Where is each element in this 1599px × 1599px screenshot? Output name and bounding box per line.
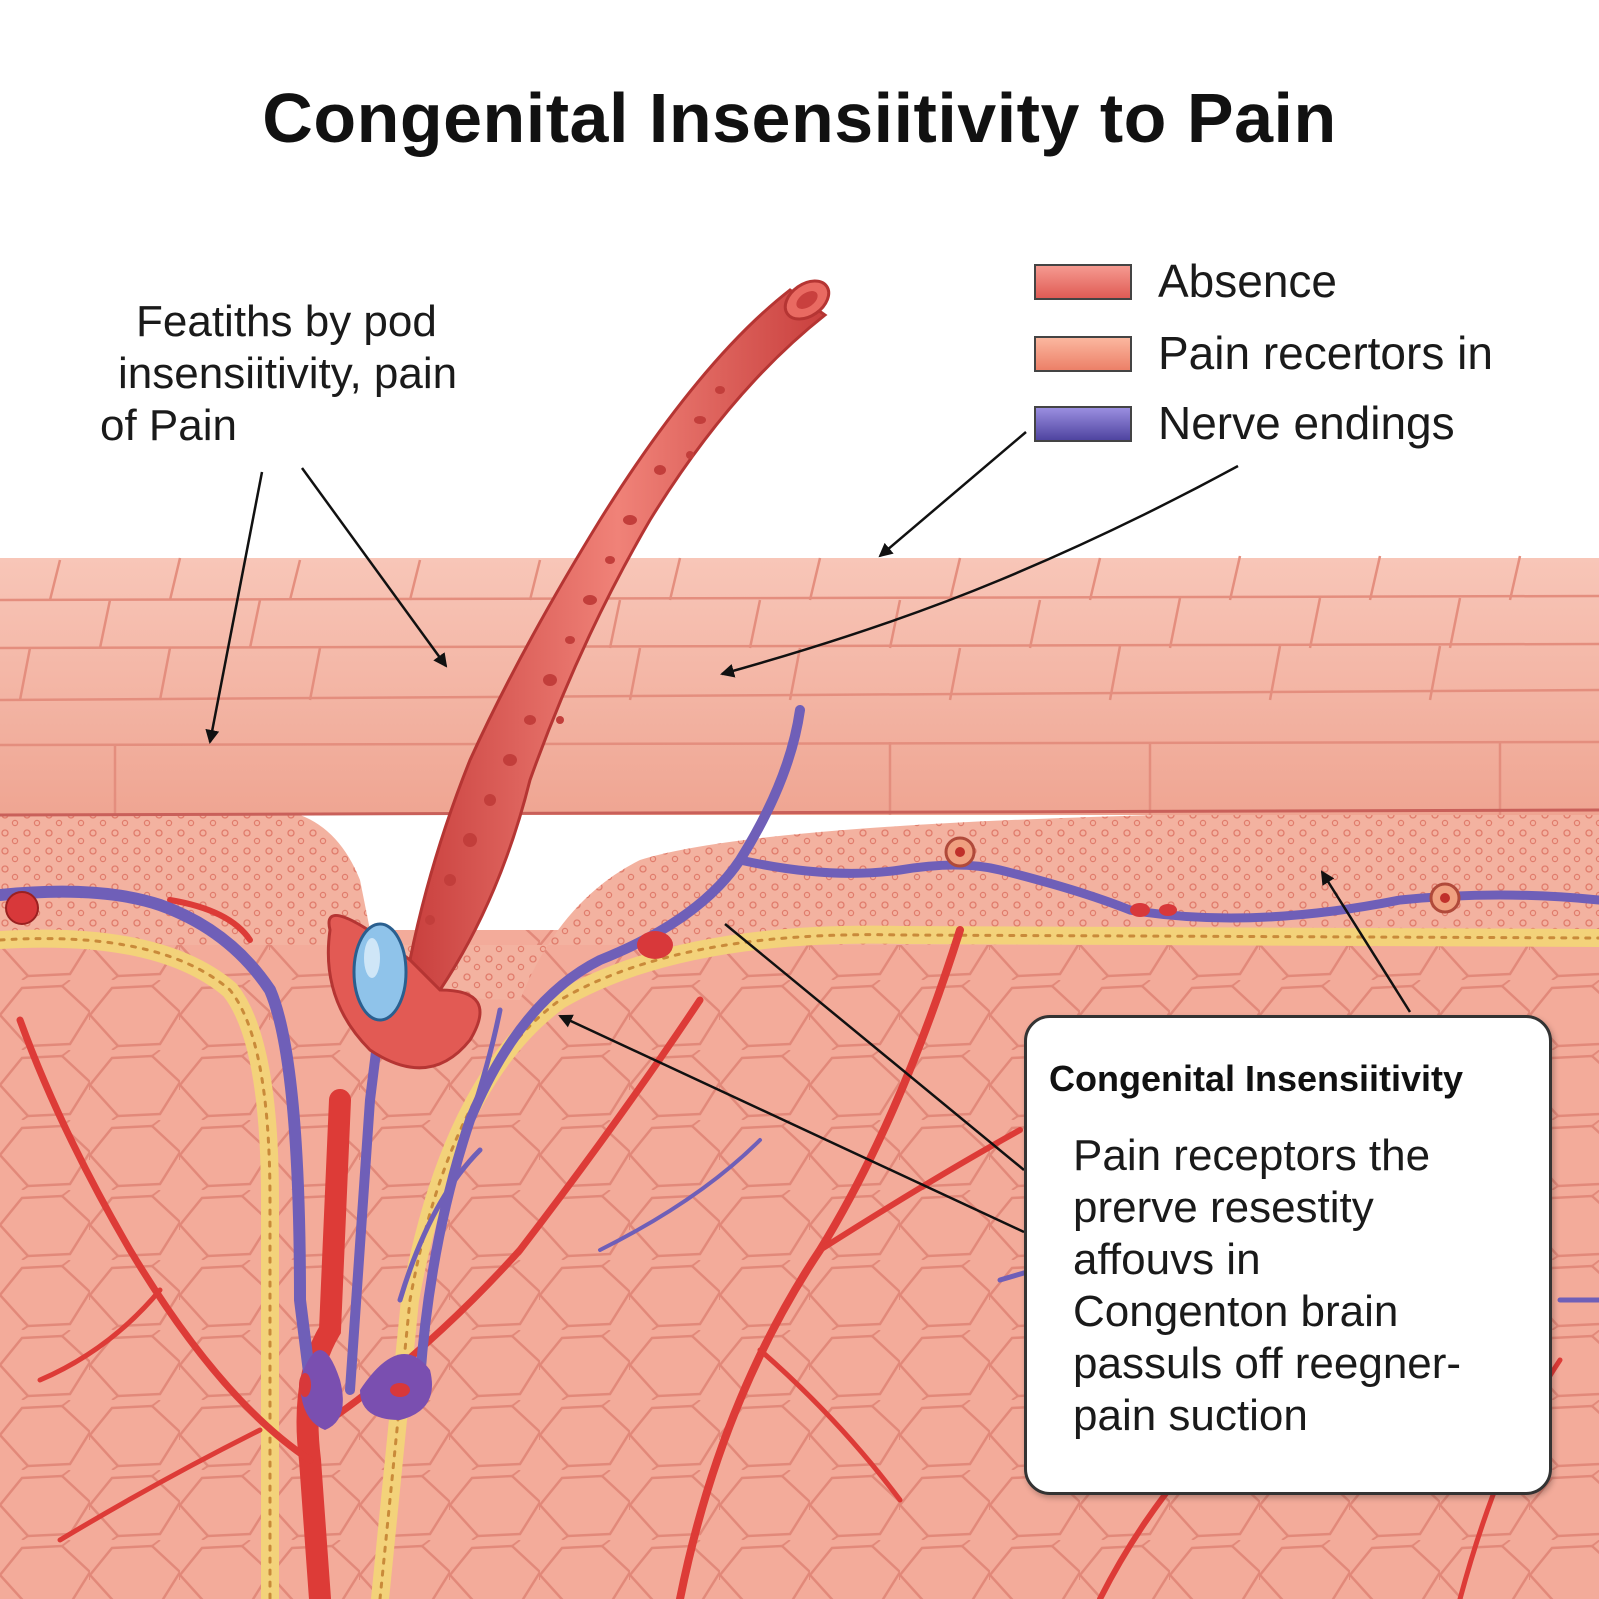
legend-swatch-nerve-endings bbox=[1034, 406, 1132, 442]
epidermis-cells bbox=[0, 555, 1599, 815]
feature-note: Featiths by pod insensiitivity, pain of … bbox=[100, 296, 520, 452]
info-box-line-4: Congenton brain bbox=[1073, 1287, 1399, 1336]
legend-swatch-pain-receptors bbox=[1034, 336, 1132, 372]
pain-receptors bbox=[5, 836, 1461, 1430]
feature-note-line-3: of Pain bbox=[100, 401, 237, 450]
info-box-line-1: Pain receptors the bbox=[1073, 1131, 1431, 1180]
hair-follicle bbox=[326, 279, 831, 1070]
info-box: Congenital Insensiitivity Pain receptors… bbox=[1024, 1015, 1552, 1495]
fat-layer-band bbox=[0, 925, 1599, 1599]
info-box-line-5: passuls off reegner- bbox=[1073, 1339, 1462, 1388]
legend-label-nerve-endings: Nerve endings bbox=[1158, 397, 1455, 449]
feature-note-line-2: insensiitivity, pain bbox=[118, 349, 458, 398]
info-box-line-2: prerve resestity bbox=[1073, 1183, 1374, 1232]
info-box-body: Pain receptors the prerve resestity affo… bbox=[1073, 1130, 1461, 1442]
info-box-title: Congenital Insensiitivity bbox=[1049, 1058, 1464, 1099]
epidermis-layer bbox=[0, 558, 1599, 815]
legend-label-pain-receptors: Pain recertors in bbox=[1158, 327, 1493, 379]
info-box-line-3: affouvs in bbox=[1073, 1235, 1261, 1284]
feature-note-line-1: Featiths by pod bbox=[136, 297, 437, 346]
info-box-line-6: pain suction bbox=[1073, 1391, 1308, 1440]
legend-label-absence: Absence bbox=[1158, 255, 1338, 307]
annotation-arrows bbox=[205, 431, 1412, 1234]
legend-swatch-absence bbox=[1034, 264, 1132, 300]
diagram-title: Congenital Insensiitivity to Pain bbox=[262, 79, 1337, 157]
